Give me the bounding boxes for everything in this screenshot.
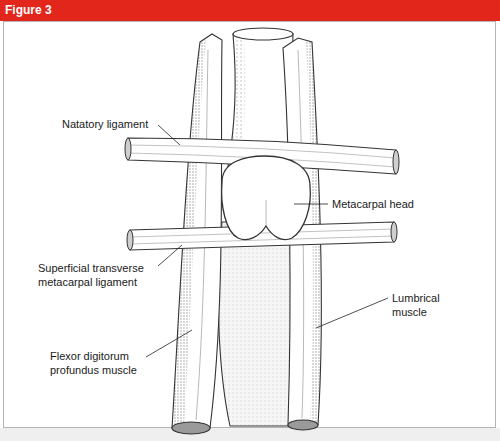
part-label: Flexor digitorum profundus muscle	[50, 349, 150, 377]
head-groove	[266, 200, 267, 226]
leader-line	[294, 204, 328, 205]
leader-line	[158, 245, 182, 266]
figure-title: Figure 3	[0, 0, 500, 21]
header-bar: Figure 3	[0, 0, 500, 21]
tendon-cut-end	[172, 422, 210, 434]
muscle-cut-end	[288, 420, 318, 430]
part-label: Lumbrical muscle	[392, 291, 456, 319]
leader-line	[146, 330, 192, 357]
leader-line	[158, 125, 180, 145]
part-label: Metacarpal head	[332, 197, 414, 211]
bone-end	[233, 28, 293, 40]
band-end	[125, 138, 131, 160]
band-end	[393, 150, 399, 174]
bottom-strip	[0, 428, 500, 441]
band-end	[127, 230, 133, 250]
leader-line	[316, 298, 388, 328]
part-label: Natatory ligament	[62, 117, 148, 131]
band-fiber	[130, 236, 394, 244]
part-label: Superficial transverse metacarpal ligame…	[38, 261, 163, 289]
band-end	[391, 222, 397, 242]
figure-frame	[4, 22, 496, 428]
metacarpal-head	[222, 156, 311, 240]
